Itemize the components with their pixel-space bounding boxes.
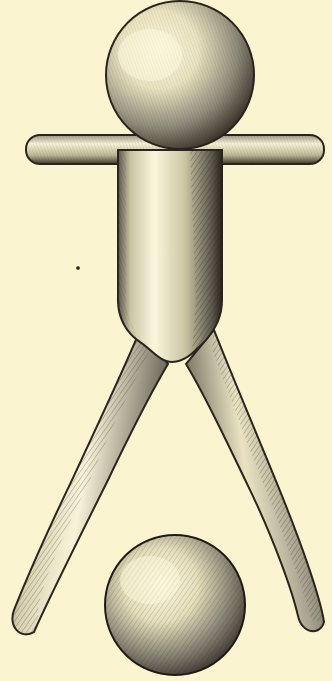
head-sphere bbox=[106, 1, 254, 149]
stray-ink-dot bbox=[76, 266, 80, 270]
torso bbox=[118, 150, 222, 362]
lower-sphere bbox=[105, 535, 245, 675]
